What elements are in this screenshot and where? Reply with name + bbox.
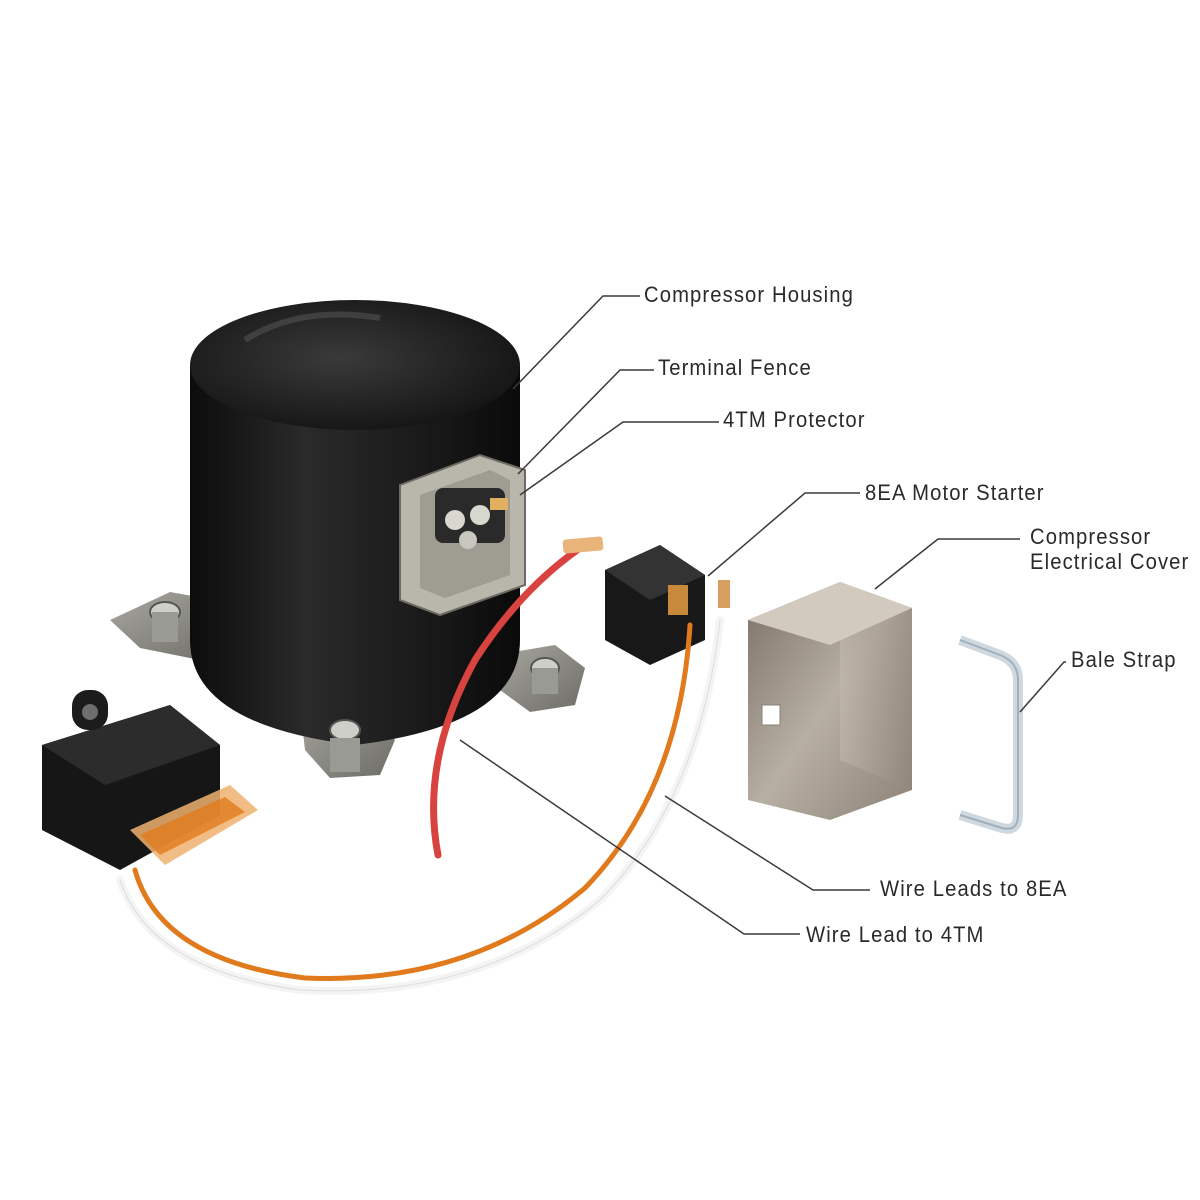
4tm-protector [435, 488, 508, 549]
leader-line-8ea-motor-starter [707, 492, 860, 577]
compressor-electrical-cover [748, 582, 912, 820]
label-electrical-cover-line1: Compressor [1030, 524, 1152, 549]
leader-line-bale-strap [1019, 661, 1066, 713]
leader-line-4tm-protector [519, 421, 719, 496]
label-bale-strap: Bale Strap [1071, 647, 1177, 672]
label-4tm-protector: 4TM Protector [723, 407, 866, 432]
wire-leads-8ea [116, 616, 724, 995]
leader-lines [459, 295, 1066, 935]
leader-line-compressor-housing [512, 295, 640, 390]
label-wire-leads-8ea: Wire Leads to 8EA [880, 876, 1068, 901]
leader-line-wire-lead-4tm [459, 739, 800, 935]
label-wire-lead-4tm: Wire Lead to 4TM [806, 922, 985, 947]
leader-line-wire-leads-8ea [664, 795, 870, 891]
label-electrical-cover-line2: Electrical Cover [1030, 549, 1190, 574]
bale-strap [958, 635, 1023, 834]
wire-lead-4tm [430, 536, 604, 859]
leader-line-electrical-cover [874, 538, 1020, 590]
leader-line-terminal-fence [517, 369, 654, 475]
8ea-motor-starter [605, 545, 730, 665]
mounting-bolts [149, 601, 560, 772]
compressor-housing [190, 300, 520, 745]
label-8ea-motor-starter: 8EA Motor Starter [865, 480, 1045, 505]
label-compressor-housing: Compressor Housing [644, 282, 854, 307]
label-terminal-fence: Terminal Fence [658, 355, 812, 380]
label-compressor-electrical-cover: Compressor Electrical Cover [1030, 524, 1189, 574]
protector-block [42, 690, 258, 870]
